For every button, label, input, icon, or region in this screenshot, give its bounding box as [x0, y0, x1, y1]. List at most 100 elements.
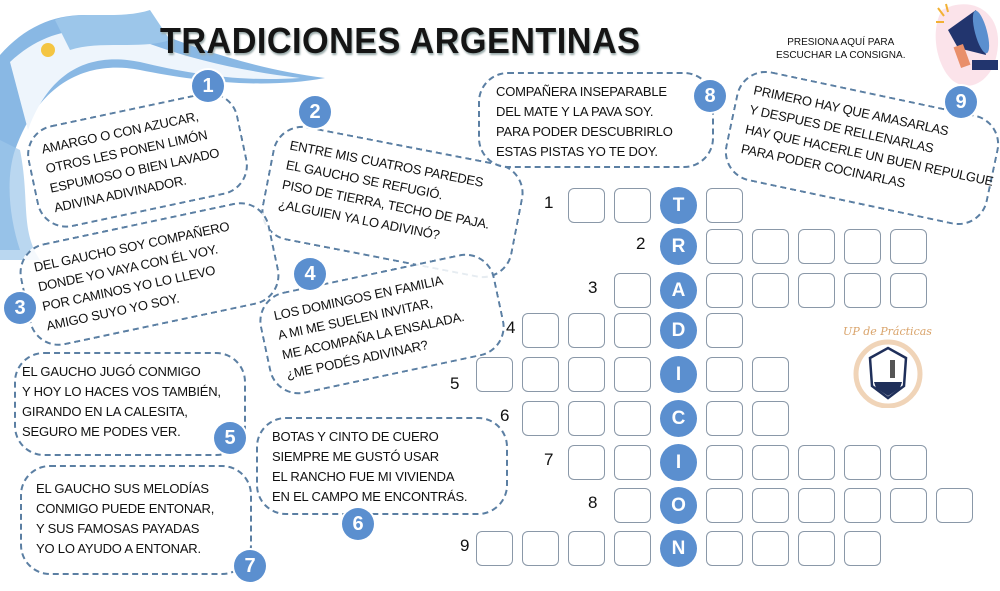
crossword-cell[interactable]	[890, 273, 927, 308]
clue-number-badge-6: 6	[342, 508, 374, 540]
clue-line: CONMIGO PUEDE ENTONAR,	[36, 501, 215, 516]
clue-line: DEL MATE Y LA PAVA SOY.	[496, 104, 654, 119]
crossword-cell[interactable]	[522, 313, 559, 348]
crossword-cell[interactable]	[706, 188, 743, 223]
crossword-cell[interactable]	[752, 357, 789, 392]
crossword-cell[interactable]	[614, 188, 651, 223]
clue-line: EL GAUCHO SUS MELODÍAS	[36, 481, 209, 496]
crossword-cell[interactable]	[476, 357, 513, 392]
crossword-cell[interactable]	[614, 357, 651, 392]
clue-line: Y HOY LO HACES VOS TAMBIÉN,	[22, 384, 221, 399]
crossword-cell[interactable]	[568, 531, 605, 566]
crossword-cell[interactable]	[568, 313, 605, 348]
clue-line: Y SUS FAMOSAS PAYADAS	[36, 521, 200, 536]
clue-line: EL RANCHO FUE MI VIVIENDA	[272, 469, 455, 484]
crossword-cell[interactable]	[522, 531, 559, 566]
crossword-cell[interactable]	[706, 445, 743, 480]
crossword-row-number: 7	[544, 450, 554, 469]
megaphone-icon[interactable]	[930, 0, 1000, 95]
shield-logo-icon	[853, 339, 922, 409]
crossword-cell[interactable]	[798, 531, 835, 566]
crossword-cell[interactable]	[798, 229, 835, 264]
crossword-cell[interactable]	[752, 488, 789, 523]
crossword-cell[interactable]	[522, 357, 559, 392]
clue-line: EN EL CAMPO ME ENCONTRÁS.	[272, 489, 468, 504]
crossword-key-letter: D	[660, 312, 697, 349]
crossword-cell[interactable]	[614, 488, 651, 523]
crossword-row-number: 2	[636, 234, 646, 253]
crossword-cell[interactable]	[568, 188, 605, 223]
crossword-cell[interactable]	[568, 401, 605, 436]
crossword-cell[interactable]	[844, 229, 881, 264]
crossword-cell[interactable]	[706, 313, 743, 348]
crossword-cell[interactable]	[798, 488, 835, 523]
clue-number-badge-3: 3	[4, 292, 36, 324]
crossword-key-letter: I	[660, 356, 697, 393]
crossword-cell[interactable]	[798, 445, 835, 480]
clue-8: COMPAÑERA INSEPARABLE DEL MATE Y LA PAVA …	[478, 72, 714, 168]
crossword-key-letter: T	[660, 187, 697, 224]
clue-number-badge-7: 7	[234, 550, 266, 582]
crossword-cell[interactable]	[844, 488, 881, 523]
crossword-cell[interactable]	[614, 401, 651, 436]
crossword-cell[interactable]	[706, 357, 743, 392]
audio-prompt-line2: ESCUCHAR LA CONSIGNA.	[776, 50, 906, 61]
crossword-cell[interactable]	[844, 445, 881, 480]
crossword-cell[interactable]	[752, 273, 789, 308]
page-title: TRADICIONES ARGENTINAS	[160, 20, 641, 61]
clue-line: YO LO AYUDO A ENTONAR.	[36, 541, 201, 556]
crossword-cell[interactable]	[798, 273, 835, 308]
crossword-row-number: 5	[450, 374, 460, 393]
crossword-cell[interactable]	[890, 488, 927, 523]
clue-line: ESTAS PISTAS YO TE DOY.	[496, 144, 658, 159]
clue-number-badge-1: 1	[192, 70, 224, 102]
clue-line: GIRANDO EN LA CALESITA,	[22, 404, 188, 419]
crossword-cell[interactable]	[706, 488, 743, 523]
crossword-cell[interactable]	[476, 531, 513, 566]
logo-text: UP de Prácticas	[843, 325, 932, 338]
clue-5: EL GAUCHO JUGÓ CONMIGO Y HOY LO HACES VOS…	[14, 352, 246, 456]
crossword-cell[interactable]	[614, 445, 651, 480]
crossword-row-number: 3	[588, 278, 598, 297]
clue-number-badge-2: 2	[299, 96, 331, 128]
crossword-cell[interactable]	[568, 357, 605, 392]
crossword-cell[interactable]	[706, 273, 743, 308]
clue-line: SEGURO ME PODES VER.	[22, 424, 181, 439]
crossword-key-letter: A	[660, 272, 697, 309]
crossword-key-letter: O	[660, 487, 697, 524]
crossword-row-number: 1	[544, 193, 554, 212]
crossword-key-letter: C	[660, 400, 697, 437]
crossword-key-letter: I	[660, 444, 697, 481]
crossword-cell[interactable]	[706, 229, 743, 264]
school-logo: UP de Prácticas	[840, 325, 935, 413]
crossword-key-letter: N	[660, 530, 697, 567]
crossword-cell[interactable]	[568, 445, 605, 480]
clue-line: COMPAÑERA INSEPARABLE	[496, 84, 667, 99]
crossword-cell[interactable]	[752, 445, 789, 480]
audio-prompt-line1: PRESIONA AQUÍ PARA	[787, 37, 895, 48]
clue-line: EL GAUCHO JUGÓ CONMIGO	[22, 364, 201, 379]
crossword-row-number: 9	[460, 536, 470, 555]
audio-prompt-button[interactable]: PRESIONA AQUÍ PARA ESCUCHAR LA CONSIGNA.	[776, 36, 905, 62]
clue-7: EL GAUCHO SUS MELODÍAS CONMIGO PUEDE ENTO…	[20, 465, 252, 575]
crossword-cell[interactable]	[752, 229, 789, 264]
crossword-cell[interactable]	[890, 445, 927, 480]
crossword-cell[interactable]	[752, 401, 789, 436]
crossword-cell[interactable]	[752, 531, 789, 566]
clue-number-badge-5: 5	[214, 422, 246, 454]
clue-line: SIEMPRE ME GUSTÓ USAR	[272, 449, 439, 464]
clue-line: PARA PODER DESCUBRIRLO	[496, 124, 673, 139]
crossword-cell[interactable]	[936, 488, 973, 523]
crossword-cell[interactable]	[890, 229, 927, 264]
crossword-cell[interactable]	[844, 531, 881, 566]
crossword-cell[interactable]	[614, 273, 651, 308]
crossword-cell[interactable]	[706, 531, 743, 566]
crossword-cell[interactable]	[522, 401, 559, 436]
clue-number-badge-8: 8	[694, 80, 726, 112]
crossword-cell[interactable]	[614, 313, 651, 348]
crossword-cell[interactable]	[614, 531, 651, 566]
crossword-cell[interactable]	[844, 273, 881, 308]
crossword-cell[interactable]	[706, 401, 743, 436]
